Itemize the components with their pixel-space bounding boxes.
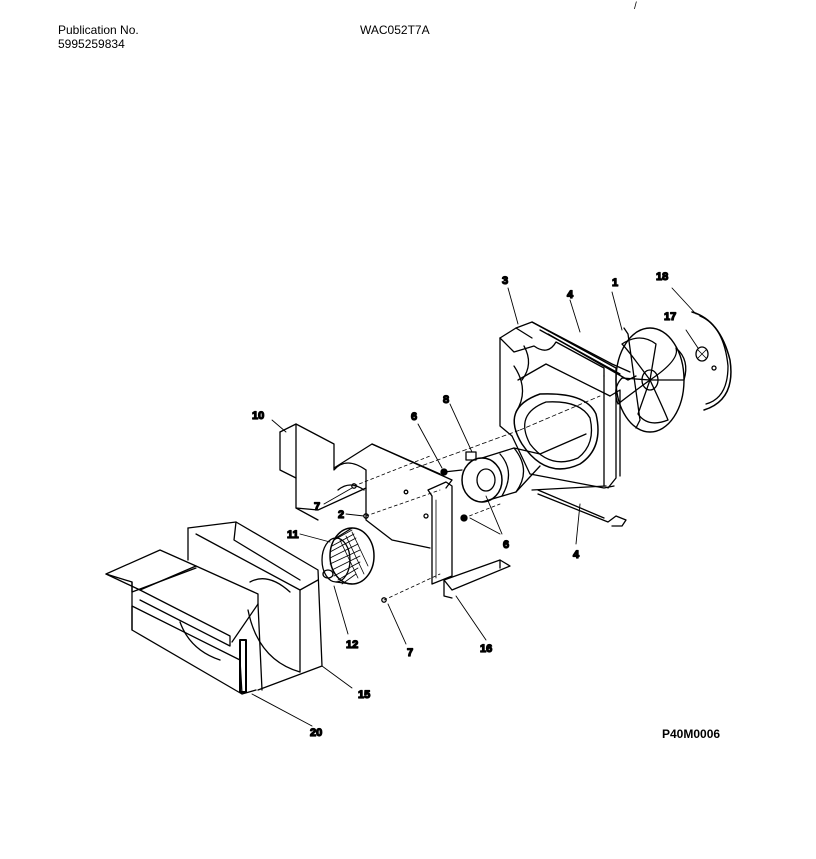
fan-motor — [417, 403, 587, 535]
callout-3: 3 — [502, 275, 508, 287]
callout-6-upper: 6 — [411, 411, 417, 423]
condenser-fan-blade — [611, 291, 687, 433]
publication-number: 5995259834 — [58, 37, 125, 51]
motor-bracket — [443, 559, 511, 641]
callout-4-upper: 4 — [567, 289, 574, 301]
front-case-assembly — [105, 521, 353, 727]
callout-12: 12 — [346, 639, 358, 651]
publication-label: Publication No. — [58, 23, 139, 37]
callout-7-lower: 7 — [407, 647, 413, 659]
callout-15: 15 — [358, 689, 370, 701]
model-number: WAC052T7A — [360, 23, 430, 37]
callout-2: 2 — [338, 509, 344, 521]
callout-20: 20 — [310, 727, 322, 739]
callout-16: 16 — [480, 643, 492, 655]
diagram-code: P40M0006 — [662, 727, 721, 741]
blower-wheel — [299, 527, 375, 635]
callout-11: 11 — [287, 529, 299, 541]
blower-shroud — [271, 419, 453, 585]
corner-mark: / — [634, 1, 637, 12]
fan-clip-and-ring — [671, 287, 732, 411]
callout-10: 10 — [252, 410, 264, 422]
callout-17: 17 — [664, 311, 676, 323]
partition-housing — [409, 287, 637, 545]
callout-7-upper: 7 — [314, 501, 320, 513]
callout-6-lower: 6 — [503, 539, 509, 551]
callout-1: 1 — [612, 277, 618, 289]
screws — [323, 455, 441, 645]
callout-4-lower: 4 — [573, 549, 580, 561]
callout-18: 18 — [656, 271, 668, 283]
callout-8: 8 — [443, 394, 449, 406]
